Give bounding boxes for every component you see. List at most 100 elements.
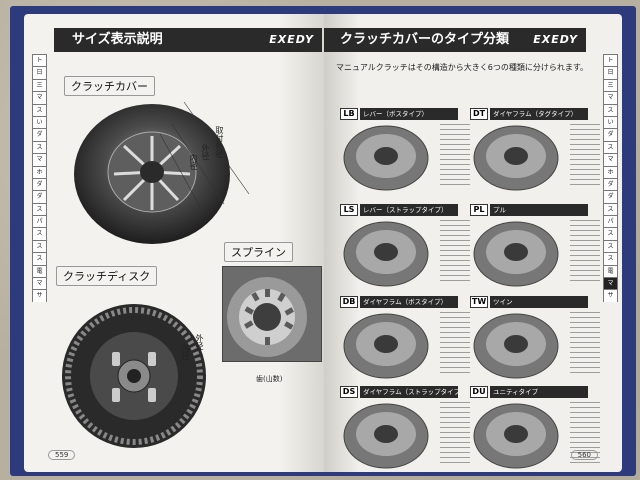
clutch-photo <box>343 313 429 379</box>
clutch-photo <box>473 125 559 191</box>
index-tab: ホ <box>32 165 47 178</box>
type-code: TW <box>470 296 488 308</box>
index-tab: 三 <box>603 78 618 92</box>
type-description <box>570 124 600 188</box>
right-page: クラッチカバーのタイプ分類 EXEDY ト日三マスいダスマホダダスパススス電マサ… <box>324 14 622 472</box>
clutch-cover-label: クラッチカバー <box>64 76 155 96</box>
index-tab: マ <box>32 153 47 166</box>
dim-outer-label: 取付外径 <box>215 126 224 158</box>
index-tab: ダ <box>32 190 47 203</box>
index-tab: ス <box>32 202 47 216</box>
index-tab: ダ <box>32 128 47 141</box>
index-tab: ス <box>603 252 618 265</box>
type-code: DS <box>340 386 358 398</box>
index-tab: ス <box>603 227 618 240</box>
clutch-disc-illustration <box>62 304 206 448</box>
index-tab: 三 <box>32 78 47 92</box>
type-code: DB <box>340 296 358 308</box>
index-tab: ス <box>32 252 47 265</box>
index-tab: い <box>32 115 47 129</box>
type-description <box>440 312 470 376</box>
type-code: DT <box>470 108 488 120</box>
type-code: LB <box>340 108 358 120</box>
clutch-photo <box>343 221 429 287</box>
spline-label: スプライン <box>224 242 293 262</box>
index-tab: パ <box>603 215 618 228</box>
type-code: PL <box>470 204 488 216</box>
index-tab: ス <box>603 202 618 216</box>
type-description <box>570 220 600 284</box>
index-tab: ス <box>603 103 618 116</box>
right-page-title: クラッチカバーのタイプ分類 <box>340 32 510 47</box>
open-book: サイズ表示説明 EXEDY ト日三マスいダスマホダダスパススス電マサ クラッチカ… <box>10 6 636 476</box>
disc-inner-label: 内径 <box>181 344 190 360</box>
type-code: LS <box>340 204 358 216</box>
left-page-number: 559 <box>48 450 76 460</box>
index-tab: ス <box>32 103 47 116</box>
right-brand-logo: EXEDY <box>533 33 578 46</box>
right-page-number: 560 <box>570 450 598 460</box>
index-tab: ダ <box>603 190 618 203</box>
index-tab: パ <box>32 215 47 228</box>
clutch-cover-illustration <box>74 101 250 244</box>
index-tab: ス <box>32 140 47 154</box>
index-tab: い <box>603 115 618 129</box>
clutch-photo <box>473 403 559 469</box>
index-tab: サ <box>32 289 47 302</box>
left-page: サイズ表示説明 EXEDY ト日三マスいダスマホダダスパススス電マサ クラッチカ… <box>24 14 324 472</box>
left-index-tabs: ト日三マスいダスマホダダスパススス電マサ <box>32 54 47 302</box>
index-tab: マ <box>603 277 618 290</box>
index-tab: ホ <box>603 165 618 178</box>
clutch-photo <box>343 125 429 191</box>
tooth-count-caption: 歯(山数) <box>256 375 283 383</box>
type-description <box>440 402 470 466</box>
clutch-disc-label: クラッチディスク <box>56 266 158 286</box>
type-name: ツイン <box>490 296 588 308</box>
type-description <box>440 124 470 188</box>
index-tab: サ <box>603 289 618 302</box>
index-tab: ス <box>32 239 47 253</box>
type-description <box>440 220 470 284</box>
clutch-photo <box>343 403 429 469</box>
index-tab: マ <box>603 153 618 166</box>
index-tab: 日 <box>603 66 618 79</box>
type-name: プル <box>490 204 588 216</box>
right-page-header: クラッチカバーのタイプ分類 EXEDY <box>324 28 586 52</box>
index-tab: ダ <box>32 177 47 191</box>
index-tab: 日 <box>32 66 47 79</box>
index-tab: ス <box>603 140 618 154</box>
dim-inner2-label: 内径 <box>189 154 198 170</box>
type-description <box>570 312 600 376</box>
left-page-title: サイズ表示説明 <box>72 32 163 47</box>
type-name: ダイヤフラム（タグタイプ） <box>490 108 588 120</box>
index-tab: 電 <box>32 264 47 278</box>
index-tab: マ <box>32 91 47 104</box>
type-code: DU <box>470 386 488 398</box>
index-tab: ト <box>32 54 47 67</box>
index-tab: ダ <box>603 128 618 141</box>
index-tab: ト <box>603 54 618 67</box>
index-tab: 電 <box>603 264 618 278</box>
clutch-photo <box>473 313 559 379</box>
dim-inner1-label: 外径 <box>201 144 210 160</box>
intro-text: マニュアルクラッチはその構造から大きく6つの種類に分けられます。 <box>336 63 589 72</box>
index-tab: マ <box>32 277 47 290</box>
index-tab: ダ <box>603 177 618 191</box>
type-name: ユニティタイプ <box>490 386 588 398</box>
index-tab: ス <box>603 239 618 253</box>
type-name: ダイヤフラム（ストラップタイプ） <box>360 386 458 398</box>
index-tab: マ <box>603 91 618 104</box>
